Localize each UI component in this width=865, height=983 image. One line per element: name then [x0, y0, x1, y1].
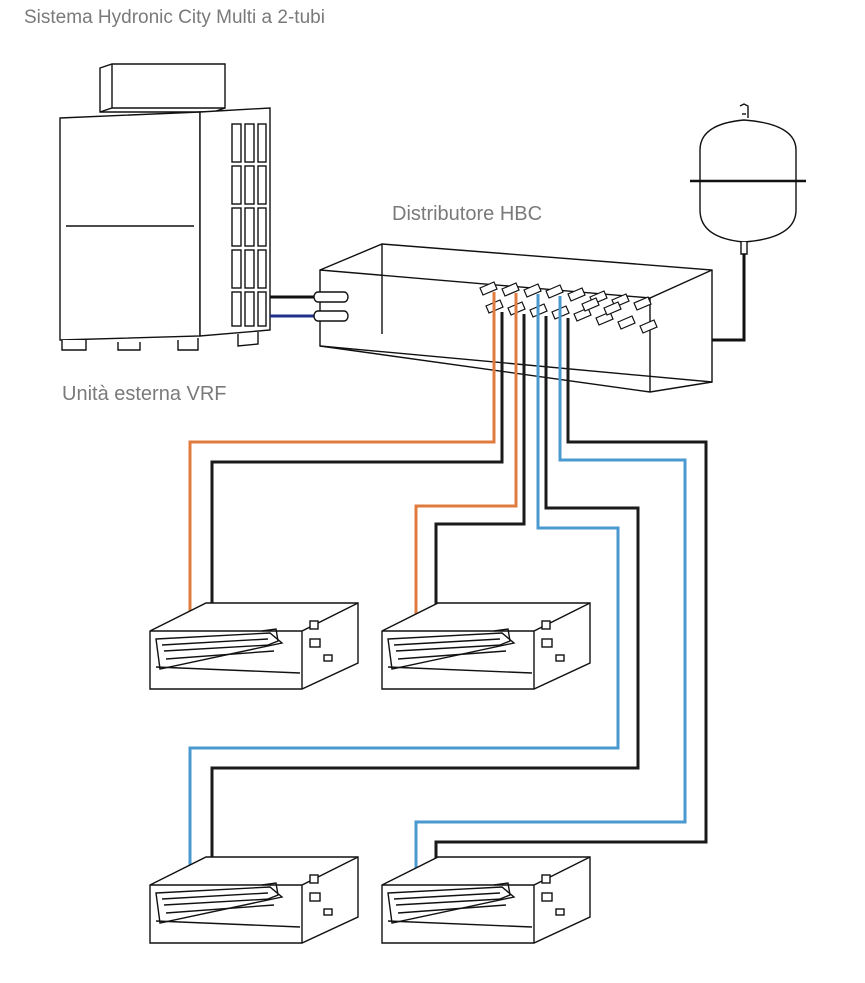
fan-coil-unit-3 — [149, 856, 359, 944]
hot-pipe-unit-2 — [414, 293, 518, 622]
distributor-label: Distributore HBC — [392, 203, 543, 225]
return-pipe-unit-3 — [210, 316, 640, 874]
return-pipe-unit-4 — [434, 318, 708, 874]
refrigerant-pipes — [270, 295, 318, 318]
cold-pipe-unit-4 — [414, 296, 687, 876]
fan-coil-unit-4 — [381, 856, 591, 944]
cold-pipe-unit-3 — [188, 294, 620, 876]
return-pipe-unit-2 — [434, 314, 526, 620]
expansion-tank — [690, 103, 806, 255]
diagram-title: Sistema Hydronic City Multi a 2-tubi — [24, 7, 325, 28]
fan-coil-unit-1 — [149, 602, 359, 690]
hbc-distributor — [313, 243, 713, 393]
outdoor-unit-label: Unità esterna VRF — [62, 383, 227, 405]
outdoor-vrf-unit — [59, 63, 271, 351]
return-pipe-unit-1 — [210, 312, 504, 620]
water-pipes — [188, 292, 708, 876]
fan-coil-unit-2 — [381, 602, 591, 690]
expansion-tank-pipe — [712, 254, 746, 342]
hot-pipe-unit-1 — [188, 292, 496, 622]
